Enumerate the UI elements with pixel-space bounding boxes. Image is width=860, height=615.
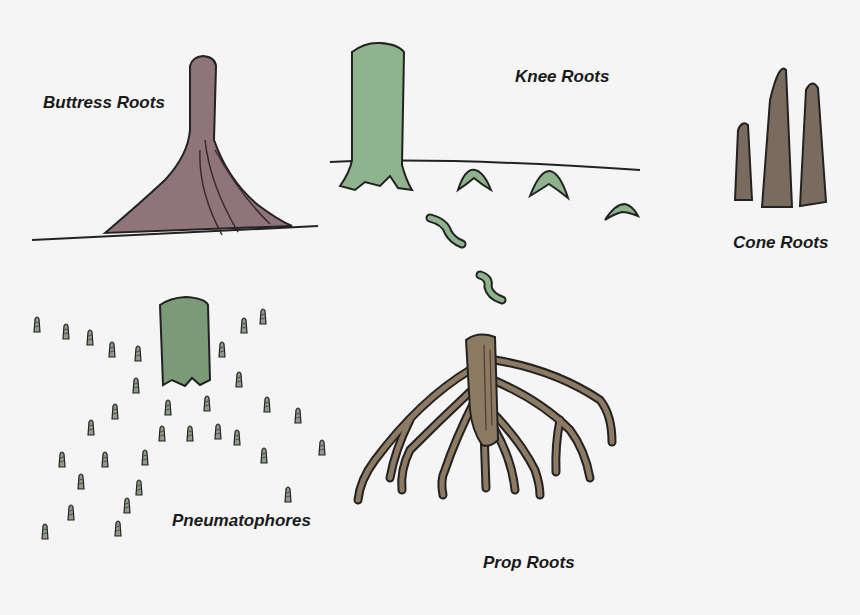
buttress-label: Buttress Roots — [43, 93, 165, 113]
knee-label: Knee Roots — [515, 67, 609, 87]
cone-root — [735, 69, 826, 207]
pneumatophores — [34, 297, 325, 539]
cone-label: Cone Roots — [733, 233, 828, 253]
knee-root — [330, 43, 640, 300]
pneumatophore-label: Pneumatophores — [172, 511, 311, 531]
prop-label: Prop Roots — [483, 553, 575, 573]
buttress-root — [32, 56, 318, 240]
prop-root — [358, 335, 612, 500]
